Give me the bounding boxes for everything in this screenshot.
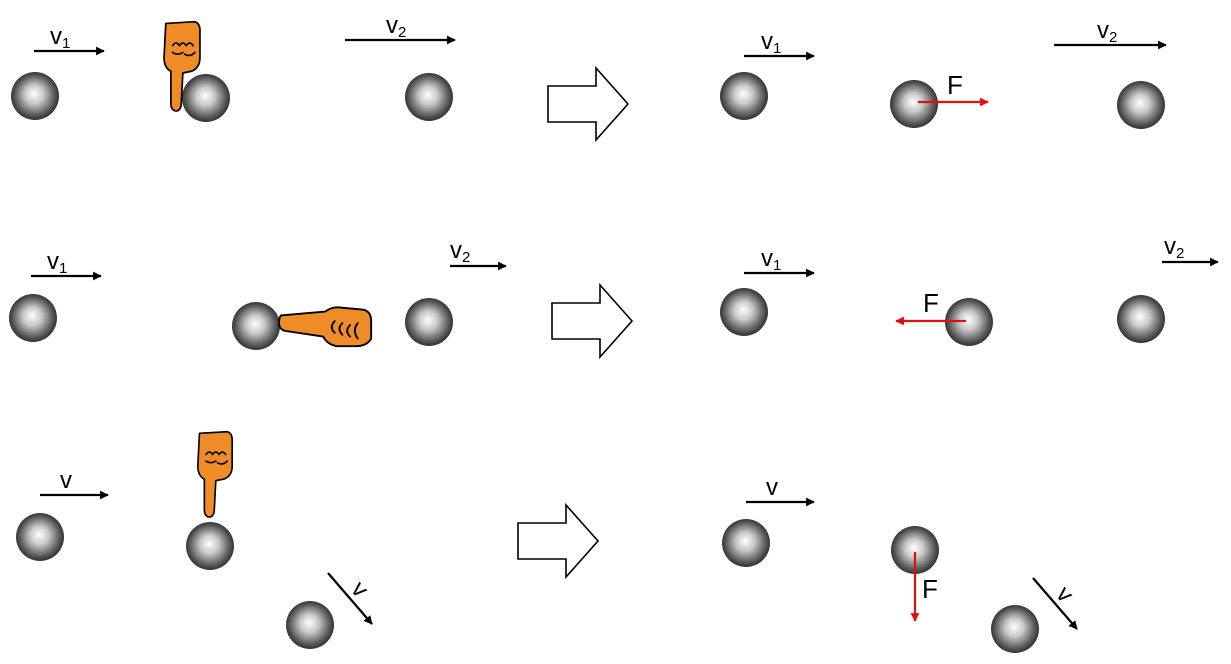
hollow-right-arrow-icon [551,284,633,358]
velocity-label: v1 [50,23,70,52]
ball [182,74,230,122]
ball [286,601,334,649]
hand-pointing-down-icon [196,430,234,519]
row2-left-scene: v1 v2 [9,237,507,350]
ball [405,298,453,346]
ball [405,73,453,121]
force-label: F [923,288,939,318]
velocity-label: v [766,474,778,501]
velocity-label: v1 [47,248,67,277]
force-label: F [947,70,963,100]
row3-left-scene: v v [16,430,374,649]
hollow-right-arrow-icon [547,67,629,141]
hollow-right-arrow-icon [517,504,599,578]
velocity-label: v2 [1164,233,1184,262]
velocity-label: v [60,467,72,494]
ball [16,513,64,561]
velocity-arrow [327,572,373,625]
ball [890,80,938,128]
row1-right-scene: v1 F v2 [720,17,1167,129]
row2-right-scene: v1 F v2 [720,233,1219,346]
ball [186,522,234,570]
velocity-label: v2 [386,12,406,41]
row1-left-scene: v1 v2 [11,12,456,122]
ball [1117,81,1165,129]
ball [232,302,280,350]
velocity-label: v1 [761,245,781,274]
hand-pointing-left-icon [278,306,373,348]
ball [720,72,768,120]
row3-right-scene: v F v [722,474,1079,653]
ball [1117,295,1165,343]
ball [9,294,57,342]
force-label: F [922,574,938,604]
velocity-label: v1 [761,28,781,57]
ball [991,605,1039,653]
velocity-label: v2 [1097,17,1117,46]
ball [11,72,59,120]
ball [720,288,768,336]
velocity-label: v2 [450,237,470,266]
ball [722,519,770,567]
velocity-arrow [1032,577,1078,630]
